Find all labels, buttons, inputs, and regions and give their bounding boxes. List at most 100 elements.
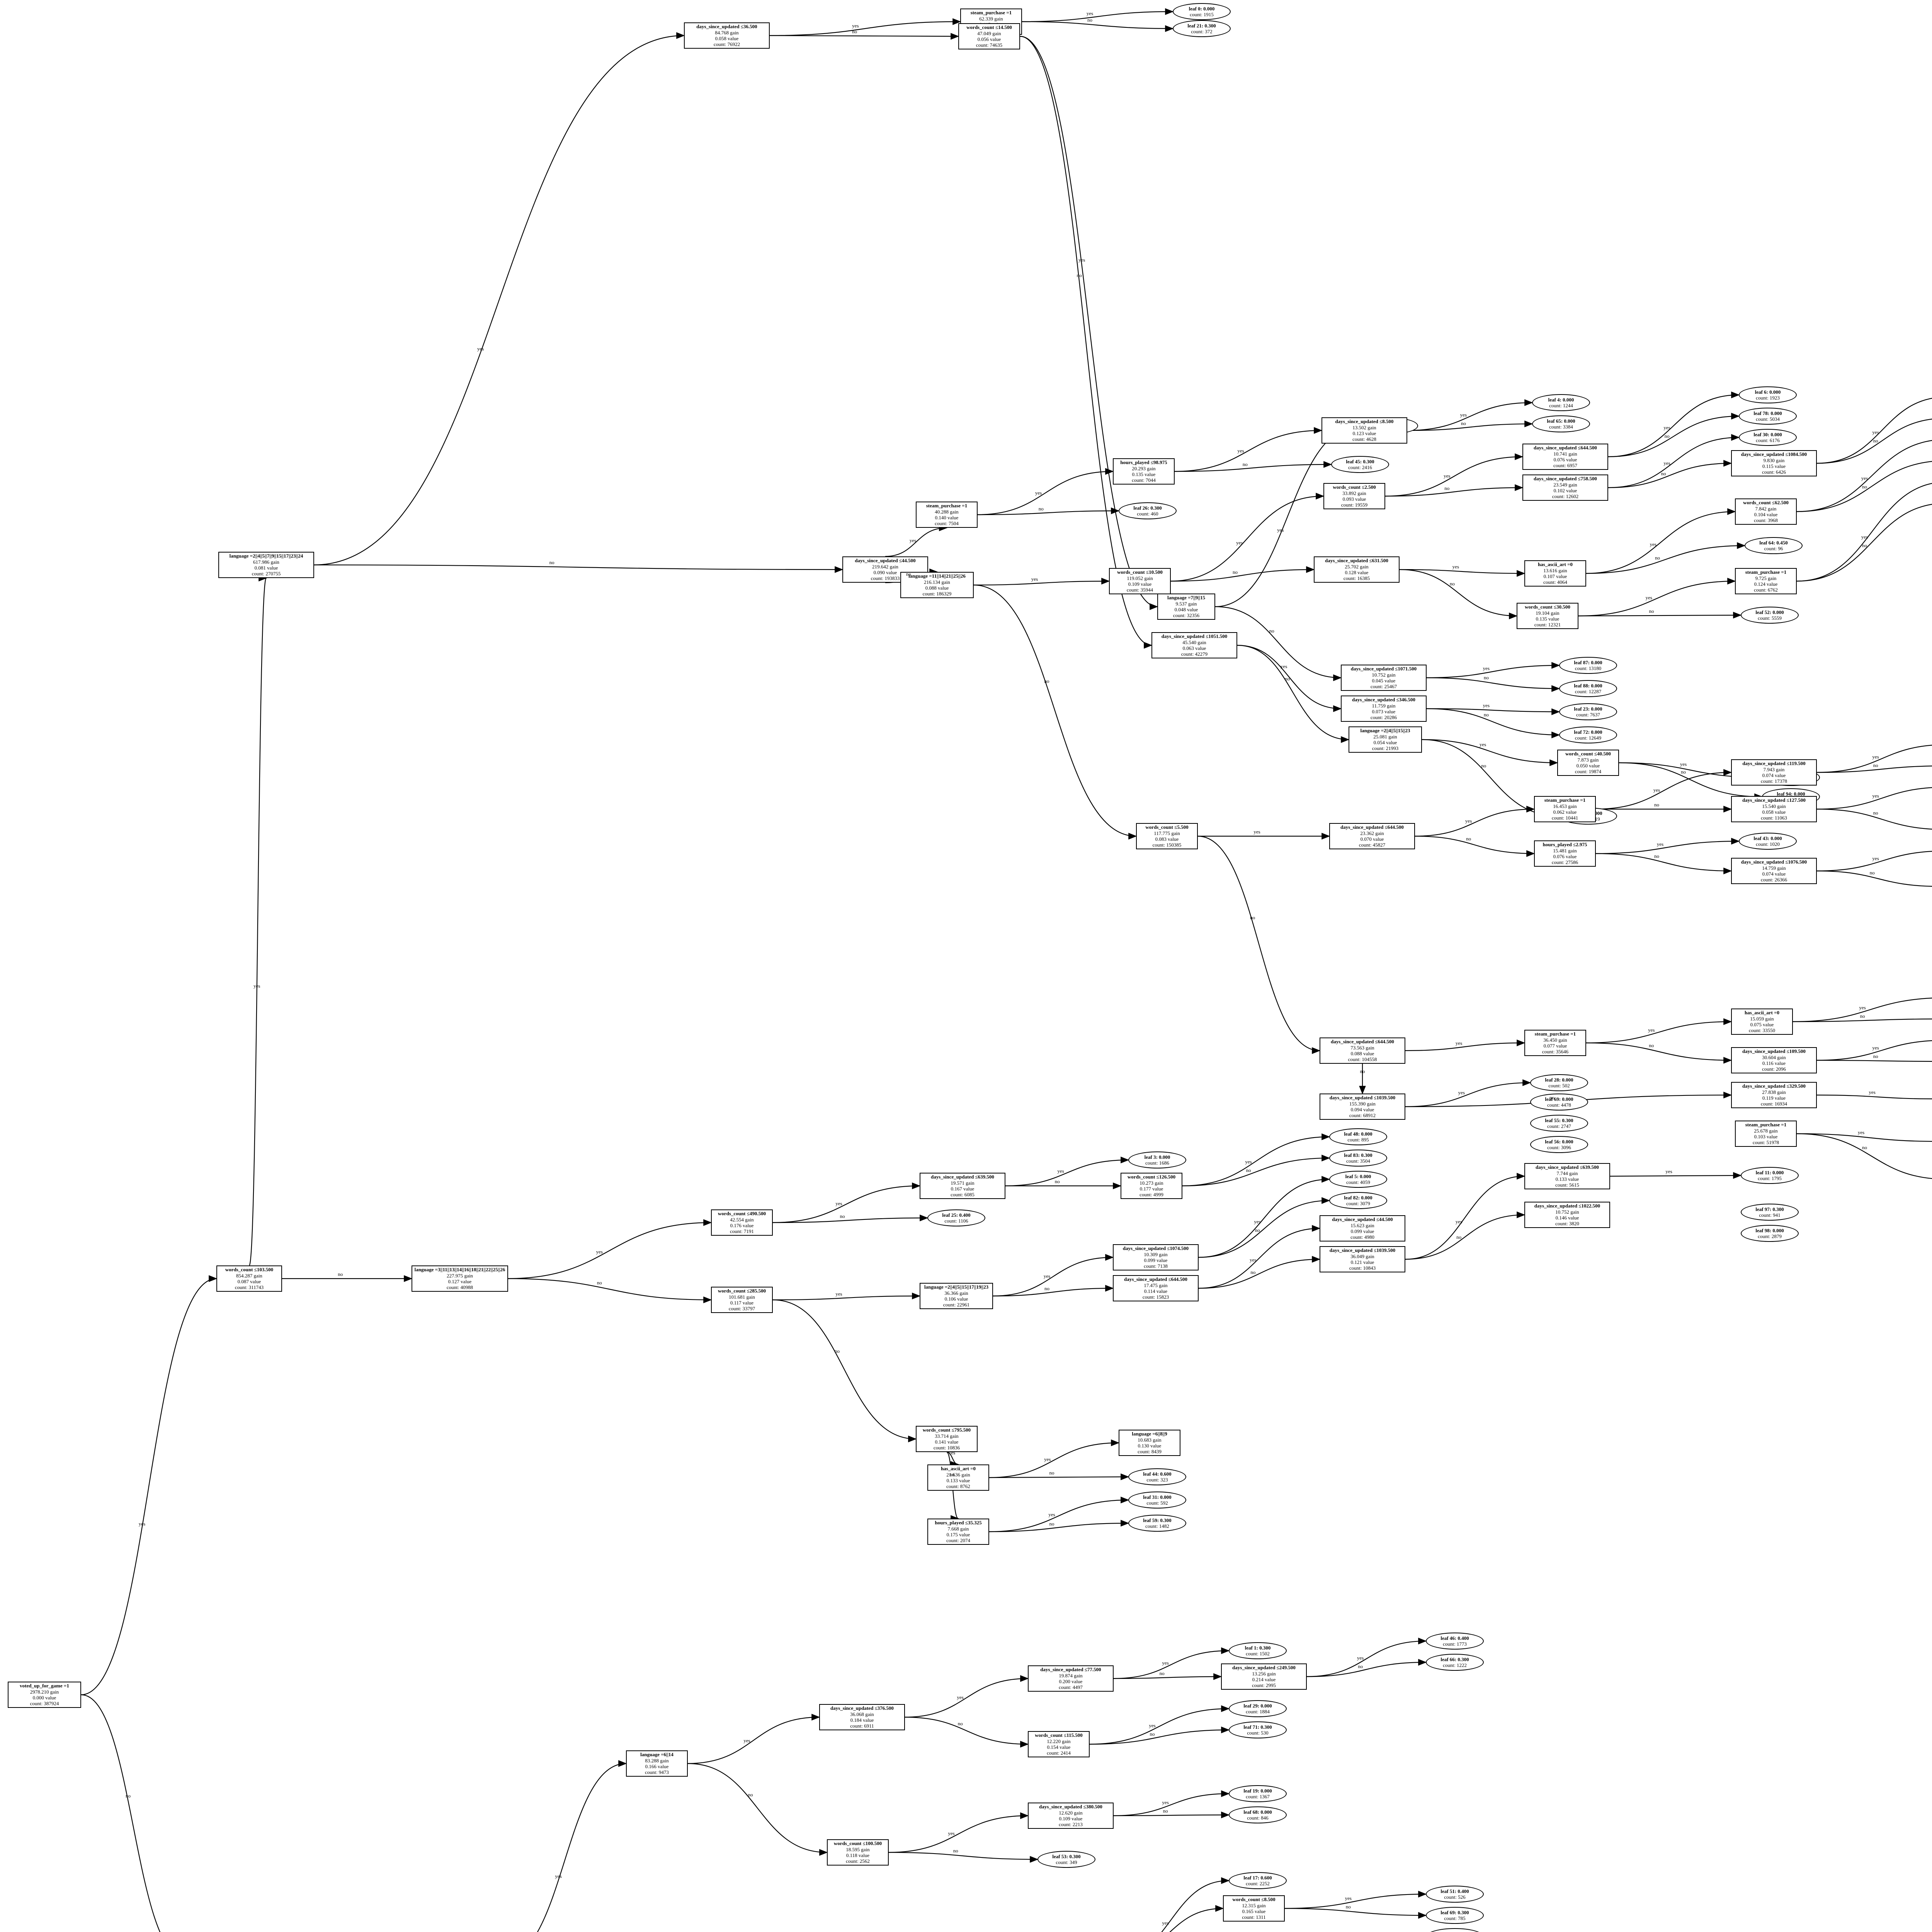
tree-edge <box>1198 1225 1321 1289</box>
edge-label-no: no <box>1269 628 1274 634</box>
edge-label-no: no <box>1250 915 1255 920</box>
edge-label-no: no <box>906 571 911 577</box>
tree-edge <box>1816 851 1932 872</box>
tree-edge <box>1415 835 1535 857</box>
node-value: 0.087 value <box>237 1279 261 1284</box>
node-value: 0.115 value <box>1762 463 1786 469</box>
node-gain: 216.134 gain <box>924 579 950 585</box>
node-value: 0.088 value <box>1350 1051 1374 1056</box>
node-condition: leaf 53: 0.300 <box>1052 1853 1081 1859</box>
node-count: count: 8762 <box>946 1483 970 1490</box>
node-count: count: 51978 <box>1752 1139 1779 1146</box>
edge-label-no: no <box>1655 555 1660 561</box>
tree-edge <box>1198 1197 1330 1258</box>
node-value: 0.000 value <box>32 1695 56 1701</box>
edge-label-no: no <box>1862 1145 1867 1151</box>
node-count: count: 1106 <box>944 1218 968 1224</box>
node-condition: leaf 88: 0.000 <box>1574 682 1602 689</box>
node-count: count: 941 <box>1759 1212 1781 1218</box>
tree-edge <box>1405 1079 1531 1107</box>
node-gain: 36.366 gain <box>944 1290 968 1296</box>
node-condition: leaf 71: 0.300 <box>1243 1724 1272 1730</box>
node-condition: days_since_updated ≤631.500 <box>1325 558 1388 564</box>
edge-label-no: no <box>1242 461 1248 467</box>
node-condition: days_since_updated ≤639.500 <box>931 1174 994 1180</box>
node-value: 0.141 value <box>935 1439 959 1445</box>
node-condition: words_count ≤285.500 <box>718 1288 766 1294</box>
tree-edge <box>1816 1060 1932 1062</box>
node-condition: leaf 29: 0.000 <box>1243 1702 1272 1709</box>
tree-edge <box>1174 461 1332 472</box>
node-count: count: 7191 <box>730 1228 754 1235</box>
edge-label-yes: yes <box>1645 595 1652 600</box>
edge-label-yes: yes <box>1663 425 1670 430</box>
node-count: count: 3504 <box>1346 1158 1370 1164</box>
node-gain: 119.052 gain <box>1127 575 1153 581</box>
tree-edge <box>993 1254 1114 1297</box>
edge-group <box>81 8 1932 1932</box>
node-count: count: 1482 <box>1145 1523 1169 1529</box>
node-value: 0.077 value <box>1543 1043 1567 1049</box>
node-count: count: 1884 <box>1246 1709 1270 1714</box>
edge-label-no: no <box>1044 1286 1049 1291</box>
node-condition: words_count ≤30.500 <box>1525 604 1570 610</box>
node-condition: leaf 82: 0.000 <box>1344 1194 1372 1201</box>
edge-label-yes: yes <box>1872 754 1879 760</box>
node-value: 0.116 value <box>1762 1060 1786 1066</box>
edge-label-no: no <box>1159 1670 1165 1676</box>
edge-label-no: no <box>1873 810 1878 816</box>
node-count: count: 1311 <box>1242 1914 1266 1920</box>
node-gain: 10.309 gain <box>1144 1251 1168 1257</box>
node-gain: 20.293 gain <box>1132 465 1156 471</box>
node-condition: days_since_updated ≤376.500 <box>830 1705 894 1711</box>
edge-label-no: no <box>840 1213 845 1219</box>
edge-label-yes: yes <box>1035 490 1042 496</box>
node-value: 0.063 value <box>1182 645 1206 651</box>
tree-edge <box>1608 434 1740 488</box>
node-count: count: 26366 <box>1760 877 1787 883</box>
tree-edge <box>1796 1133 1932 1142</box>
node-gain: 10.683 gain <box>1138 1437 1162 1443</box>
node-count: count: 372 <box>1191 29 1213 34</box>
node-count: count: 592 <box>1146 1500 1168 1506</box>
tree-edge <box>1399 569 1526 577</box>
node-condition: language =11||14||21||25||26 <box>908 573 966 579</box>
node-count: count: 349 <box>1056 1859 1077 1865</box>
node-gain: 12.315 gain <box>1242 1902 1266 1908</box>
tree-edge <box>989 1473 1129 1480</box>
node-value: 0.070 value <box>1360 836 1384 842</box>
node-condition: language =7||9||15 <box>1167 595 1205 601</box>
node-count: count: 76922 <box>713 41 740 48</box>
node-condition: days_since_updated ≤77.500 <box>1040 1667 1101 1673</box>
tree-edge <box>687 1714 820 1764</box>
split-node: language =3||11||13||14||16||18||21||22|… <box>412 1265 508 1292</box>
node-value: 0.133 value <box>1555 1176 1579 1182</box>
node-condition: leaf 83: 0.300 <box>1344 1152 1372 1158</box>
node-value: 0.200 value <box>1059 1679 1083 1684</box>
tree-edge <box>1020 36 1158 610</box>
edge-label-yes: yes <box>1149 1723 1156 1729</box>
node-count: count: 2414 <box>1047 1750 1071 1756</box>
node-condition: language =2||4||5||15||17||19||23 <box>924 1284 989 1290</box>
edge-label-yes: yes <box>957 1694 964 1700</box>
node-condition: leaf 87: 0.000 <box>1574 659 1602 665</box>
tree-edge <box>973 584 1137 840</box>
edge-label-yes: yes <box>1044 1456 1051 1462</box>
